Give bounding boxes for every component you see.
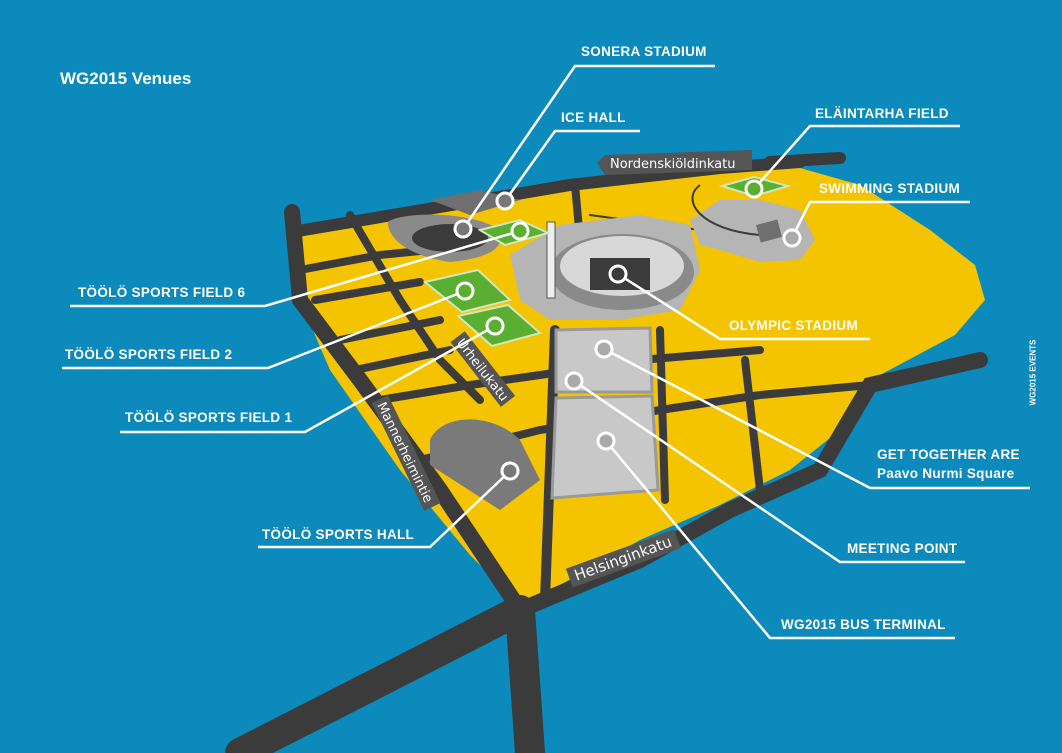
marker-field-2[interactable]: [455, 281, 475, 301]
swimming-area: [690, 200, 815, 262]
marker-ice-hall[interactable]: [495, 191, 515, 211]
label-olympic-stadium: OLYMPIC STADIUM: [729, 318, 859, 333]
svg-text:Nordenskiöldinkatu: Nordenskiöldinkatu: [610, 157, 735, 172]
stadium-tower: [546, 221, 556, 299]
swimming-stadium-shape: [756, 219, 782, 243]
marker-swimming-stadium[interactable]: [782, 228, 802, 248]
marker-field-6[interactable]: [510, 221, 530, 241]
label-get-together: GET TOGETHER ARE: [877, 447, 1020, 462]
venue-markers: [453, 179, 802, 481]
marker-meeting-point[interactable]: [564, 371, 584, 391]
label-elaintarha-field: ELÄINTARHA FIELD: [815, 106, 949, 121]
label-bus-terminal: WG2015 BUS TERMINAL: [781, 617, 946, 632]
street-nordenskioldinkatu: Nordenskiöldinkatu: [597, 150, 752, 175]
label-sonera-stadium: SONERA STADIUM: [581, 44, 707, 59]
map-title: WG2015 Venues: [60, 69, 192, 88]
marker-sports-hall[interactable]: [500, 461, 520, 481]
marker-sonera-stadium[interactable]: [453, 219, 473, 239]
marker-get-together[interactable]: [594, 339, 614, 359]
leader-lines: [62, 64, 1030, 640]
sports-hall-shape: [430, 419, 540, 510]
marker-elaintarha-field[interactable]: [744, 179, 764, 199]
label-field-1: TÖÖLÖ SPORTS FIELD 1: [125, 410, 293, 425]
label-ice-hall: ICE HALL: [561, 110, 626, 125]
marker-olympic-stadium[interactable]: [608, 264, 628, 284]
credit: WG2015 EVENTS: [1028, 339, 1038, 406]
label-field-2: TÖÖLÖ SPORTS FIELD 2: [65, 347, 233, 362]
label-field-6: TÖÖLÖ SPORTS FIELD 6: [78, 285, 246, 300]
label-swimming-stadium: SWIMMING STADIUM: [819, 181, 961, 196]
label-paavo-nurmi-square: Paavo Nurmi Square: [877, 466, 1015, 481]
label-meeting-point: MEETING POINT: [847, 541, 958, 556]
label-sports-hall: TÖÖLÖ SPORTS HALL: [262, 527, 415, 542]
marker-field-1[interactable]: [485, 316, 505, 336]
marker-bus-terminal[interactable]: [596, 431, 616, 451]
